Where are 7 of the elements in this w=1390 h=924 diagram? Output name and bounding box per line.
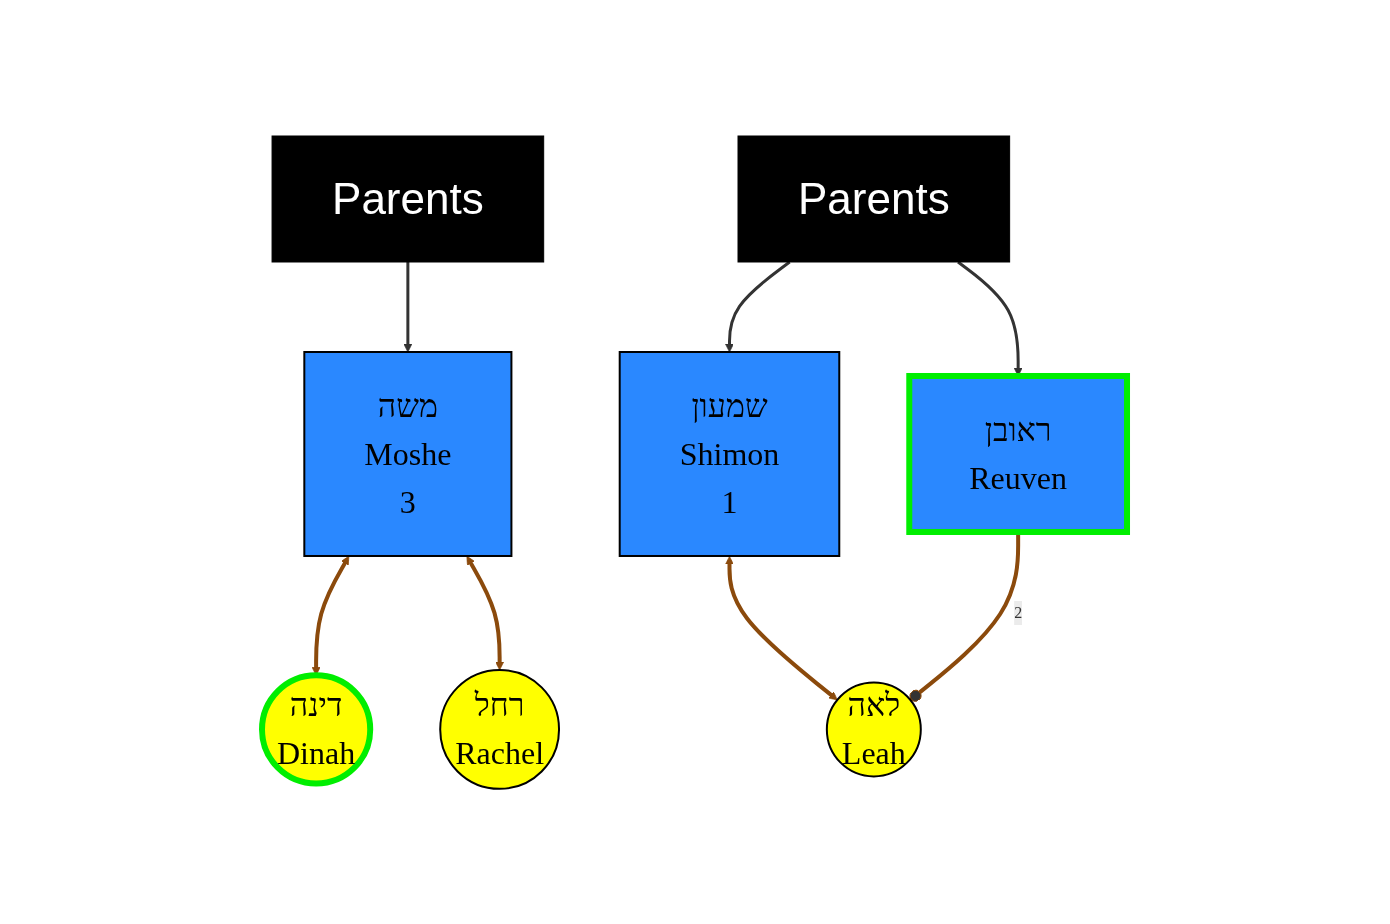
arrow	[403, 261, 413, 352]
arrow	[725, 260, 791, 352]
arrow	[467, 555, 505, 670]
node-box: Parents	[738, 135, 1011, 263]
node-box: Parents	[272, 135, 545, 263]
arrow	[725, 555, 839, 700]
edge-label: 2	[1014, 603, 1023, 621]
